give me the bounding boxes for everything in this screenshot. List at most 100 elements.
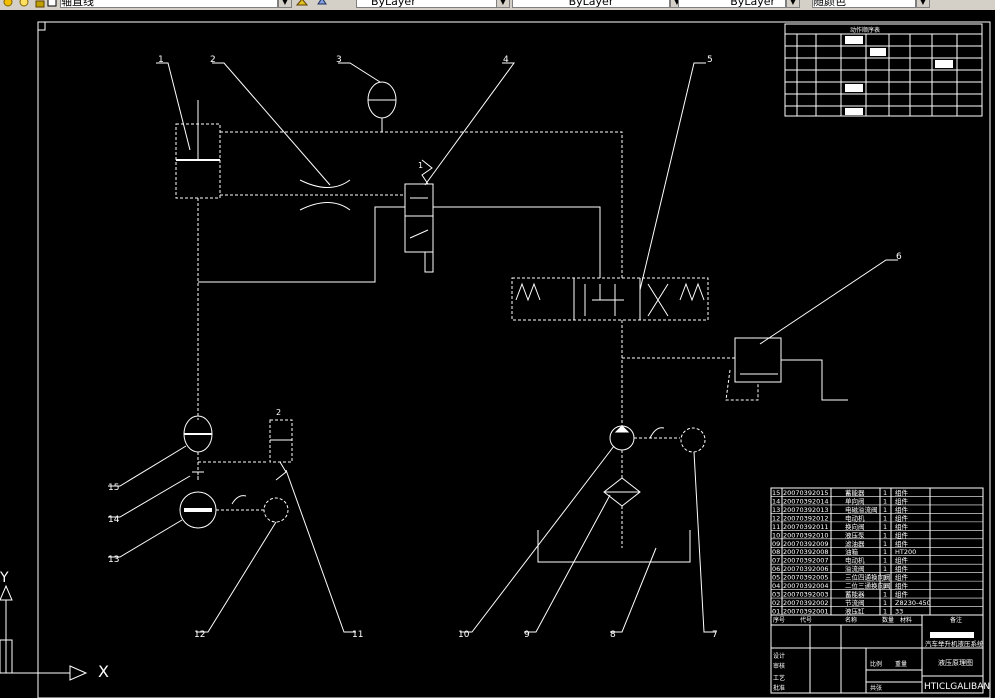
parts-cell-code: 20070392010 (783, 531, 829, 539)
color-dropdown[interactable]: ByLayer (356, 0, 504, 8)
parts-cell-mat: 组件 (895, 573, 909, 582)
parts-cell-name: 单向阀 (845, 496, 865, 505)
properties-toolbar: 轴直线 ▼ ByLayer ▼ ByLayer ▼ ByLayer ▼ 随颜色 … (0, 0, 995, 11)
directional-valve-4[interactable] (404, 159, 434, 273)
lock-icon[interactable] (34, 0, 46, 8)
make-current-layer-icon[interactable] (296, 0, 308, 8)
parts-cell-name: 滤油器 (845, 539, 865, 548)
parts-cell-code: 20070392001 (783, 608, 829, 616)
layer-dropdown-arrow[interactable]: ▼ (278, 0, 292, 8)
parts-cell-mat: 组件 (895, 556, 909, 565)
parts-cell-code: 20070392011 (783, 523, 829, 531)
linetype-dropdown-value: ByLayer (568, 0, 614, 8)
electric-motor-7[interactable] (680, 427, 706, 453)
layer-dropdown[interactable]: 轴直线 (60, 0, 278, 8)
plotstyle-dropdown-arrow[interactable]: ▼ (916, 0, 930, 8)
parts-cell-code: 20070392003 (783, 591, 829, 599)
parts-cell-no: 07 (772, 557, 780, 565)
parts-cell-qty: 1 (883, 557, 887, 565)
parts-cell-no: 13 (772, 506, 780, 514)
sheet-border (37, 21, 991, 698)
drawing-canvas[interactable]: 1 2 3 4 5 6 7 8 9 10 11 12 13 14 15 1 2 … (0, 10, 995, 698)
color-swatch-icon[interactable] (46, 0, 58, 8)
parts-cell-qty: 1 (883, 599, 887, 607)
parts-cell-no: 09 (772, 540, 780, 548)
parts-cell-qty: 1 (883, 523, 887, 531)
parts-cell-name: 液压泵 (845, 530, 865, 539)
parts-cell-mat: 组件 (895, 505, 909, 514)
accumulator-3[interactable] (367, 81, 397, 132)
callout-leaders (108, 62, 898, 633)
callout-13: 13 (108, 555, 119, 565)
parts-cell-no: 06 (772, 565, 780, 573)
callout-15: 15 (108, 483, 119, 493)
layer-dropdown-value: 轴直线 (61, 0, 94, 8)
parts-cell-name: 蓄能器 (845, 488, 865, 497)
title-block-text: 序号 代号 名称 数量 材料 备注 汽车举升机液压系统 液压原理图 HTICLG… (773, 616, 990, 692)
sheet-label: 共张 (870, 684, 882, 692)
parts-cell-name: 电动机 (845, 556, 865, 565)
parts-cell-mat: HT200 (895, 548, 916, 556)
parts-cell-no: 02 (772, 599, 780, 607)
parts-cell-qty: 1 (883, 514, 887, 522)
drawing-name: 液压原理图 (938, 658, 973, 667)
parts-cell-no: 12 (772, 514, 780, 522)
parts-cell-mat: 组件 (895, 513, 909, 522)
color-dropdown-value: ByLayer (371, 0, 416, 8)
relief-valve-6[interactable] (725, 337, 848, 401)
parts-header-no: 序号 (773, 616, 785, 624)
parts-cell-no: 03 (772, 591, 780, 599)
sun-icon[interactable] (18, 0, 30, 8)
lineweight-dropdown-value: ByLayer (730, 0, 775, 8)
callout-12: 12 (194, 630, 205, 640)
parts-cell-code: 20070392002 (783, 599, 829, 607)
parts-cell-no: 15 (772, 489, 780, 497)
parts-cell-mat: 组件 (895, 530, 909, 539)
scale-label: 比例 (870, 660, 882, 668)
parts-cell-qty: 1 (883, 608, 887, 616)
weight-label: 重量 (895, 660, 907, 668)
parts-cell-mat: 组件 (895, 539, 909, 548)
parts-cell-code: 20070392014 (783, 497, 829, 505)
callout-4: 4 (503, 55, 509, 65)
parts-cell-name: 电动机 (845, 513, 865, 522)
parts-cell-name: 蓄能器 (845, 590, 865, 599)
parts-cell-qty: 1 (883, 582, 887, 590)
parts-cell-code: 20070392006 (783, 565, 829, 573)
parts-cell-qty: 1 (883, 574, 887, 582)
parts-header-qty: 数量 (882, 616, 894, 624)
parts-cell-qty: 1 (883, 548, 887, 556)
ucs-y-label: Y (0, 570, 9, 586)
parts-cell-code: 20070392007 (783, 557, 829, 565)
plotstyle-dropdown[interactable]: 随颜色 (812, 0, 916, 8)
parts-cell-name: 节流阀 (845, 598, 865, 607)
lineweight-dropdown-arrow[interactable]: ▼ (786, 0, 800, 8)
layer-previous-icon[interactable] (316, 0, 328, 8)
three-position-valve-5[interactable] (511, 277, 709, 321)
parts-cell-no: 08 (772, 548, 780, 556)
parts-header-name: 名称 (845, 616, 857, 624)
parts-cell-name: 二位三通换向阀 (845, 581, 891, 590)
valve4-spring-label: 1 (418, 161, 423, 170)
callout-5: 5 (707, 55, 713, 65)
throttle-valve[interactable] (220, 179, 405, 211)
directional-valve-11[interactable] (269, 419, 293, 481)
parts-header-note: 备注 (950, 616, 962, 624)
electric-motor-12[interactable] (263, 497, 289, 523)
callout-7: 7 (712, 630, 718, 640)
drawing-code: HTICLGALIBAN (924, 682, 990, 692)
ucs-x-label: X (98, 662, 109, 681)
callout-11: 11 (352, 630, 363, 640)
lineweight-dropdown[interactable]: ByLayer (678, 0, 786, 8)
parts-cell-mat: 组件 (895, 522, 909, 531)
drawing-title: 汽车举升机液压系统 (925, 639, 984, 648)
linetype-dropdown[interactable]: ByLayer (512, 0, 670, 8)
check-valve-14 (192, 471, 204, 480)
parts-cell-mat: Z8230-450 (895, 599, 931, 607)
parts-cell-code: 20070392009 (783, 540, 829, 548)
color-dropdown-arrow[interactable]: ▼ (496, 0, 510, 8)
parts-cell-qty: 1 (883, 540, 887, 548)
parts-cell-name: 液压缸 (845, 607, 865, 616)
layer-state-icon[interactable] (2, 0, 14, 8)
parts-cell-code: 20070392008 (783, 548, 829, 556)
